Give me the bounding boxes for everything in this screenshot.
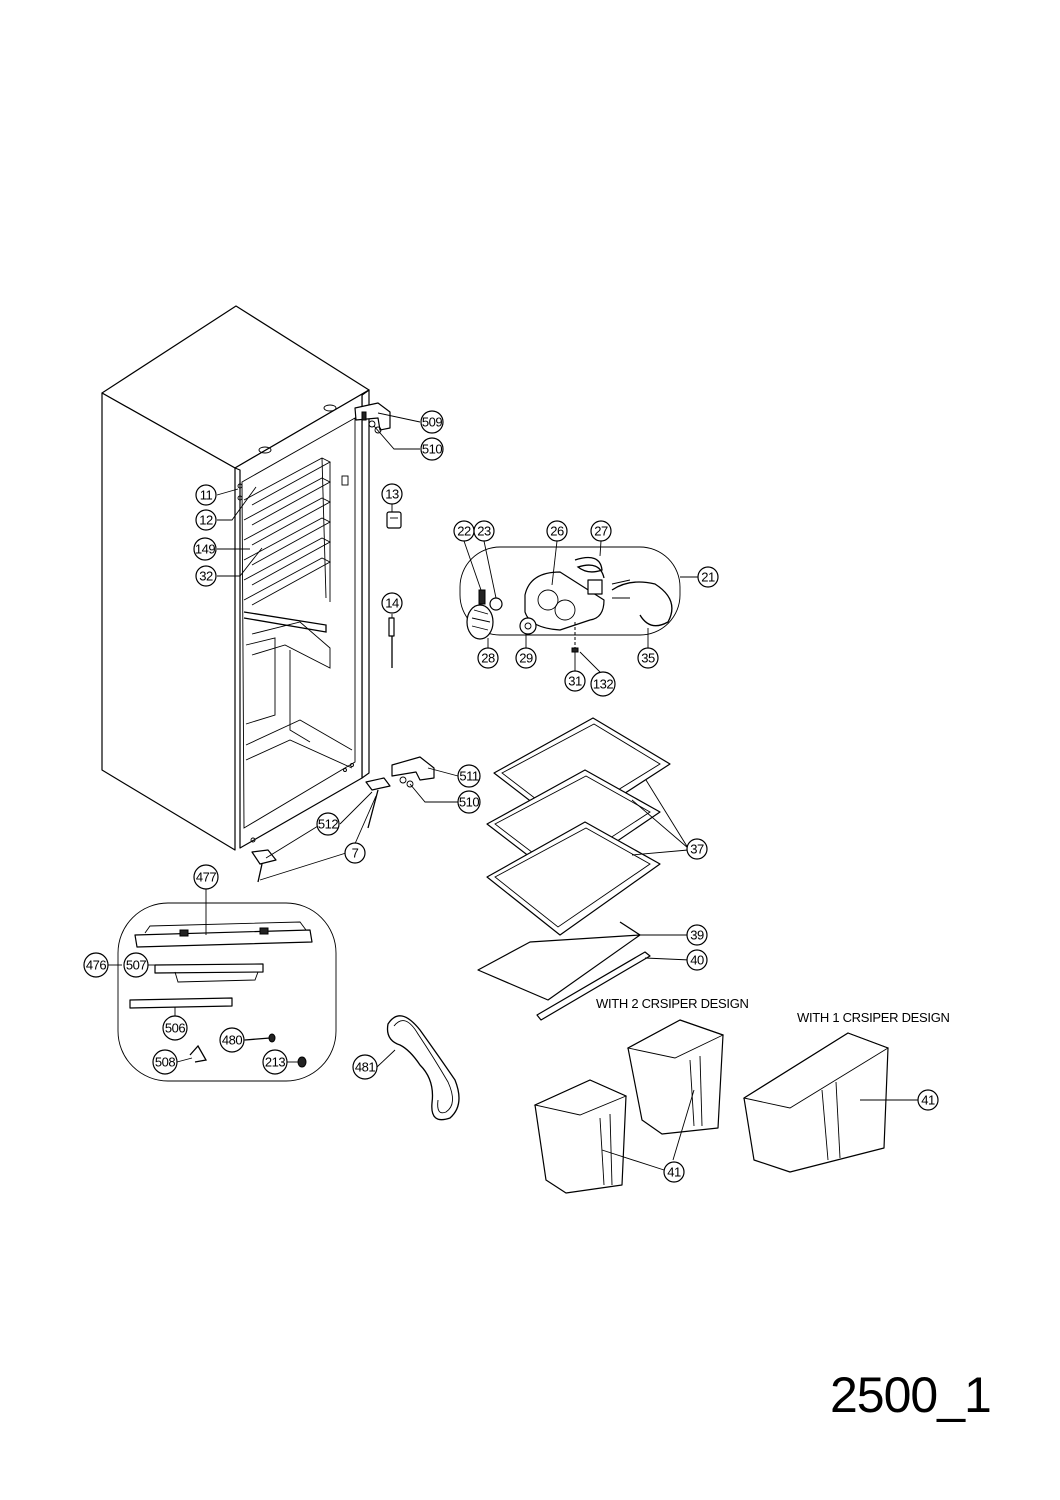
svg-text:7: 7 <box>352 846 359 861</box>
callout-7: 7 <box>344 842 366 864</box>
caption-two-crisper: WITH 2 CRSIPER DESIGN <box>596 996 749 1011</box>
svg-text:14: 14 <box>385 596 399 611</box>
callout-512: 512 <box>316 812 340 836</box>
svg-text:11: 11 <box>200 488 213 503</box>
callout-476: 476 <box>83 952 109 978</box>
thermostat-lamp-group <box>459 546 681 653</box>
bottom-hinge <box>391 756 435 788</box>
svg-text:22: 22 <box>457 524 471 539</box>
svg-text:39: 39 <box>690 928 704 943</box>
svg-text:476: 476 <box>86 958 106 973</box>
svg-text:12: 12 <box>199 513 213 528</box>
part-14-pin <box>388 617 395 668</box>
svg-text:480: 480 <box>222 1033 242 1048</box>
door-gasket <box>386 1015 460 1121</box>
callout-14: 14 <box>381 592 403 614</box>
svg-text:35: 35 <box>641 651 655 666</box>
callout-13: 13 <box>381 483 403 505</box>
svg-text:37: 37 <box>690 842 704 857</box>
callout-41-single: 41 <box>917 1089 939 1111</box>
callout-511: 511 <box>457 764 481 788</box>
callout-507: 507 <box>123 952 149 978</box>
callout-12: 12 <box>195 509 217 531</box>
svg-text:512: 512 <box>318 817 338 832</box>
callout-32: 32 <box>195 565 217 587</box>
svg-text:28: 28 <box>481 651 495 666</box>
svg-text:506: 506 <box>165 1021 185 1036</box>
callout-23: 23 <box>473 520 495 542</box>
svg-text:27: 27 <box>594 524 608 539</box>
callout-480: 480 <box>219 1027 245 1053</box>
svg-text:41: 41 <box>921 1093 935 1108</box>
callout-21: 21 <box>697 566 719 588</box>
part-13-clip <box>386 511 402 529</box>
callout-41-double: 41 <box>663 1161 685 1183</box>
svg-text:40: 40 <box>690 953 704 968</box>
callout-40: 40 <box>686 949 708 971</box>
callout-506: 506 <box>162 1015 188 1041</box>
callout-477: 477 <box>193 864 219 890</box>
freezer-shelves <box>243 457 331 606</box>
svg-text:31: 31 <box>568 674 582 689</box>
callout-22: 22 <box>453 520 475 542</box>
svg-text:477: 477 <box>196 870 216 885</box>
callout-31: 31 <box>564 670 586 692</box>
callout-510-top: 510 <box>420 437 444 461</box>
svg-text:41: 41 <box>667 1165 681 1180</box>
callout-481: 481 <box>352 1054 378 1080</box>
callout-bubbles: 509 510 11 12 13 149 32 14 22 23 26 27 2… <box>83 410 939 1183</box>
callout-35: 35 <box>637 647 659 669</box>
callout-28: 28 <box>477 647 499 669</box>
svg-text:132: 132 <box>593 677 613 692</box>
callout-213: 213 <box>262 1049 288 1075</box>
fridge-cabinet <box>101 305 370 851</box>
callout-26: 26 <box>546 520 568 542</box>
svg-text:23: 23 <box>477 524 491 539</box>
callout-27: 27 <box>590 520 612 542</box>
svg-text:21: 21 <box>701 570 715 585</box>
callout-37: 37 <box>686 838 708 860</box>
svg-text:510: 510 <box>459 795 479 810</box>
drawing-code: 2500_1 <box>830 1367 991 1423</box>
callout-149: 149 <box>193 537 217 561</box>
svg-text:507: 507 <box>126 958 146 973</box>
crisper-drawers <box>533 1019 890 1194</box>
adjustable-feet <box>251 777 391 883</box>
callout-510-bottom: 510 <box>457 790 481 814</box>
svg-text:213: 213 <box>265 1055 285 1070</box>
svg-text:510: 510 <box>422 442 442 457</box>
svg-text:511: 511 <box>459 769 478 784</box>
svg-text:32: 32 <box>199 569 213 584</box>
caption-one-crisper: WITH 1 CRSIPER DESIGN <box>797 1010 950 1025</box>
svg-text:481: 481 <box>355 1060 375 1075</box>
svg-text:508: 508 <box>155 1055 175 1070</box>
bottom-panel-group <box>117 902 337 1082</box>
callout-11: 11 <box>195 484 217 506</box>
callout-29: 29 <box>515 647 537 669</box>
svg-text:26: 26 <box>550 524 564 539</box>
callout-132: 132 <box>590 671 616 697</box>
leader-lines <box>107 412 918 1171</box>
svg-text:509: 509 <box>422 415 442 430</box>
svg-text:13: 13 <box>385 487 399 502</box>
callout-508: 508 <box>152 1049 178 1075</box>
callout-509: 509 <box>420 410 444 434</box>
glass-shelves <box>477 717 671 1021</box>
svg-text:29: 29 <box>519 651 533 666</box>
callout-39: 39 <box>686 924 708 946</box>
svg-text:149: 149 <box>195 542 215 557</box>
top-hinge <box>354 402 391 434</box>
